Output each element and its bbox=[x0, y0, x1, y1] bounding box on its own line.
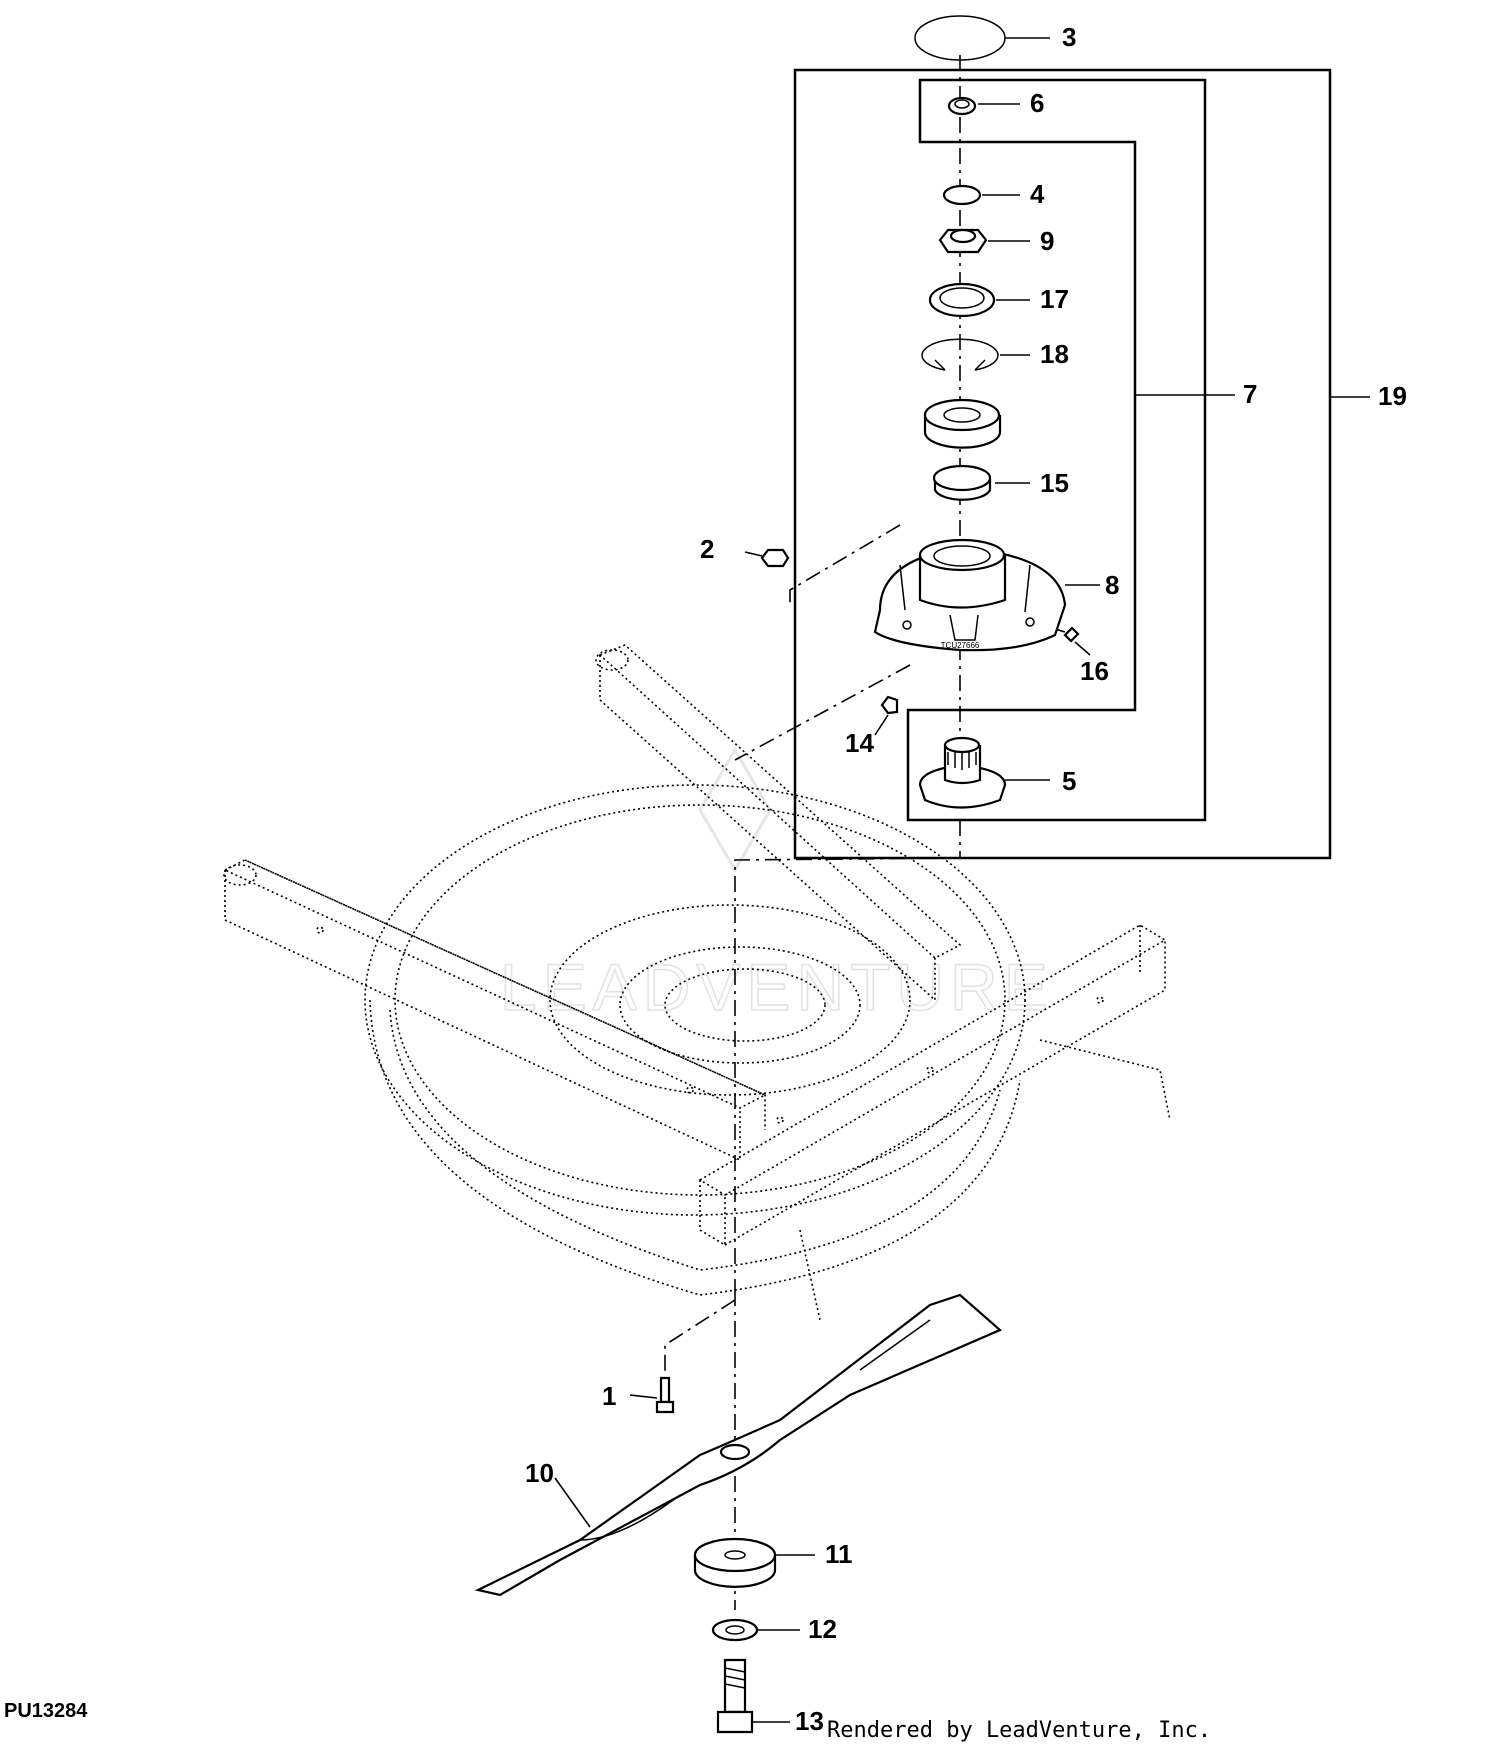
part-17-seal bbox=[928, 282, 996, 318]
part-1-bolt bbox=[655, 1376, 675, 1414]
callout-16: 16 bbox=[1080, 656, 1109, 686]
callout-10: 10 bbox=[525, 1458, 554, 1488]
callout-15: 15 bbox=[1040, 468, 1069, 498]
part-4-snap-ring bbox=[942, 184, 982, 206]
callout-11: 11 bbox=[825, 1539, 853, 1569]
callout-1: 1 bbox=[602, 1381, 616, 1411]
part-3-o-ring bbox=[914, 15, 1006, 61]
callout-9: 9 bbox=[1040, 226, 1054, 256]
part-18-retaining-ring bbox=[921, 338, 999, 371]
assembly-19-box bbox=[793, 68, 1332, 860]
part-bearing bbox=[923, 398, 1002, 449]
callout-14: 14 bbox=[845, 728, 874, 758]
part-11-washer bbox=[693, 1537, 777, 1588]
callout-numbers: 3 6 4 9 17 18 7 19 15 2 8 16 14 5 1 10 1… bbox=[525, 22, 1407, 1736]
watermark-text: LEADVENTURE bbox=[500, 950, 1054, 1024]
callout-18: 18 bbox=[1040, 339, 1069, 369]
part-14-nut bbox=[880, 695, 899, 715]
callout-4: 4 bbox=[1030, 179, 1045, 209]
leader-lines bbox=[554, 37, 1370, 1723]
callout-7: 7 bbox=[1243, 379, 1257, 409]
part-10-mower-blade bbox=[474, 1293, 1003, 1597]
callout-6: 6 bbox=[1030, 88, 1044, 118]
callout-13: 13 bbox=[795, 1706, 824, 1736]
callout-17: 17 bbox=[1040, 284, 1069, 314]
part-15-spacer bbox=[932, 464, 992, 501]
assembly-7-box bbox=[906, 78, 1207, 822]
part-9-nut bbox=[938, 228, 988, 254]
part-13-bolt bbox=[716, 1658, 754, 1734]
part-12-lock-washer bbox=[711, 1618, 759, 1642]
figure-reference-code: PU13284 bbox=[4, 1700, 88, 1722]
callout-19: 19 bbox=[1378, 381, 1407, 411]
callout-2: 2 bbox=[700, 534, 714, 564]
part-16-grease-fitting bbox=[1063, 626, 1080, 643]
part-8-spindle-housing: TCU27666 bbox=[873, 538, 1067, 652]
housing-stamp: TCU27666 bbox=[941, 641, 980, 650]
watermark: LEADVENTURE bbox=[499, 747, 1054, 1025]
callout-12: 12 bbox=[808, 1614, 837, 1644]
callout-8: 8 bbox=[1105, 570, 1119, 600]
callout-3: 3 bbox=[1062, 22, 1076, 52]
part-5-spindle-shaft bbox=[918, 736, 1007, 809]
part-2-nut bbox=[760, 548, 790, 568]
part-6-seal bbox=[947, 96, 977, 116]
callout-5: 5 bbox=[1062, 766, 1076, 796]
render-credit: Rendered by LeadVenture, Inc. bbox=[827, 1718, 1212, 1743]
